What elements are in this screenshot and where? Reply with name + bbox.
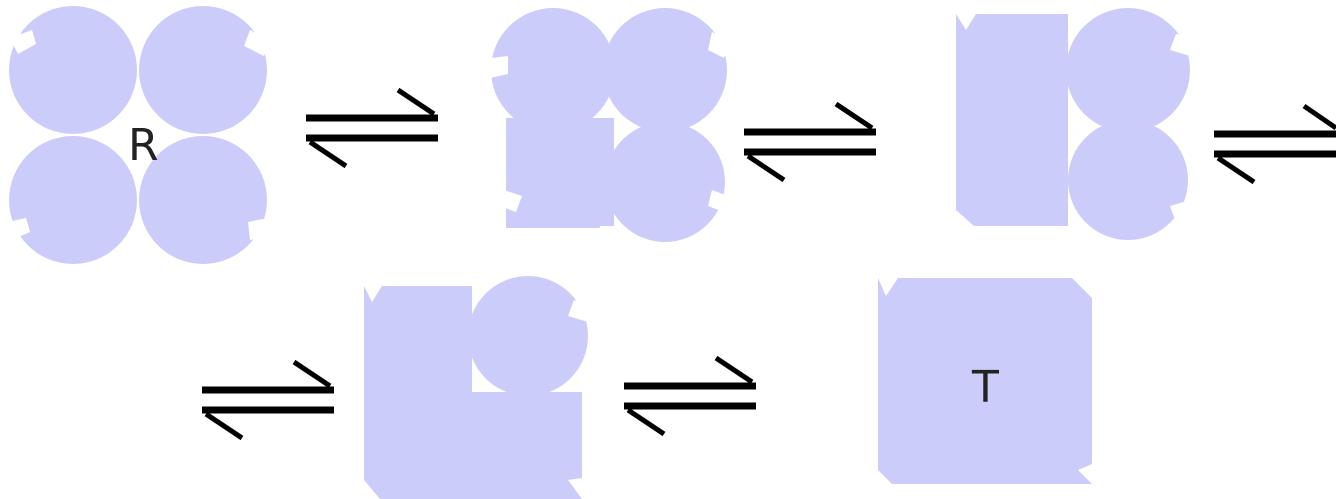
subunit-round — [1068, 120, 1188, 240]
equilibrium-arrow — [306, 90, 438, 166]
subunit-round — [9, 6, 137, 134]
state-label-r: R — [128, 120, 159, 171]
subunit-round — [491, 8, 615, 132]
subunit-round — [603, 8, 727, 132]
equilibrium-arrow — [202, 362, 334, 438]
subunit-round — [1066, 8, 1190, 132]
subunit-square — [364, 390, 472, 499]
state-t: T — [878, 278, 1092, 484]
equilibrium-arrow — [624, 358, 756, 434]
state-intermediate-2 — [956, 8, 1194, 240]
equilibrium-arrow — [744, 104, 876, 180]
subunit-round — [468, 276, 588, 396]
subunit-square — [956, 120, 1068, 226]
subunit-round — [9, 136, 137, 264]
subunit-round — [605, 122, 725, 242]
state-label-t: T — [971, 362, 999, 413]
subunit-square — [956, 14, 1068, 122]
subunit-square — [506, 118, 614, 228]
subunit-square — [364, 286, 472, 392]
subunit-round — [139, 6, 267, 134]
state-intermediate-1 — [490, 0, 730, 242]
state-r: R — [8, 0, 270, 270]
equilibrium-arrow — [1214, 106, 1336, 182]
state-intermediate-3 — [364, 276, 592, 499]
subunit-square — [470, 392, 582, 499]
